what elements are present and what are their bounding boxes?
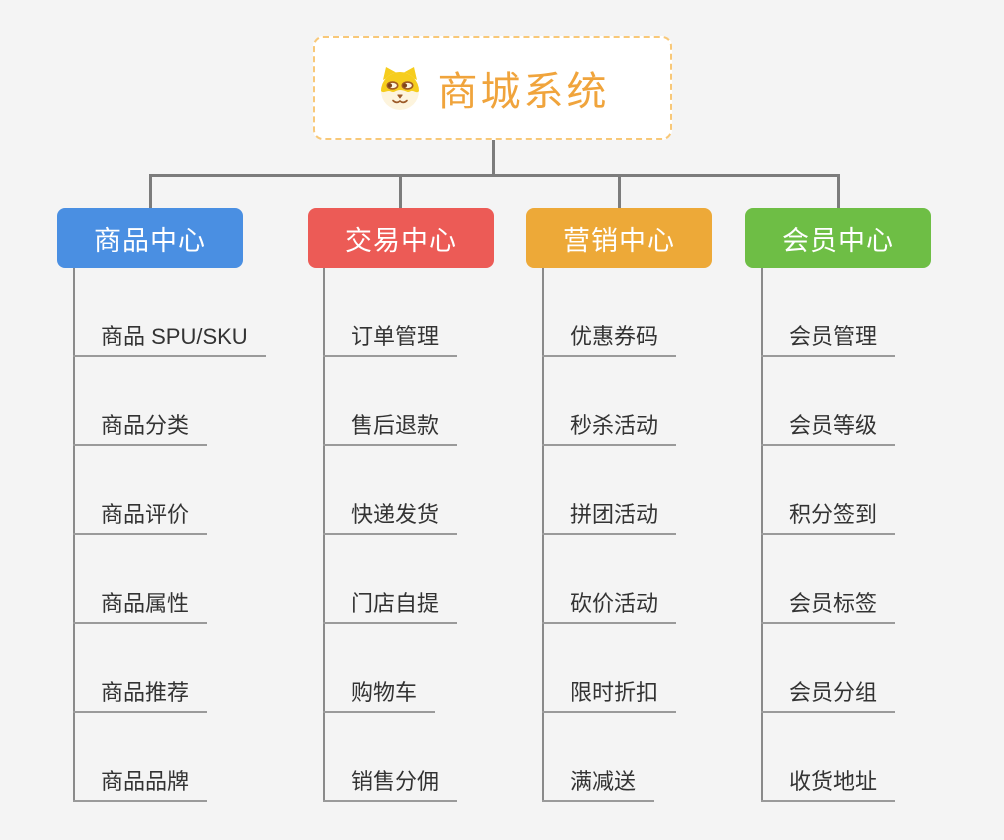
connector-trunk-hline (149, 174, 840, 177)
branch-node-members[interactable]: 会员中心 (745, 208, 931, 268)
leaf-node[interactable]: 收货地址 (761, 768, 896, 802)
leaf-column-products: 商品 SPU/SKU 商品分类 商品评价 商品属性 商品推荐 商品品牌 (73, 268, 313, 802)
branch-node-marketing[interactable]: 营销中心 (526, 208, 712, 268)
root-node[interactable]: 商城系统 (313, 36, 672, 140)
leaf-node[interactable]: 会员管理 (761, 323, 896, 357)
leaf-node[interactable]: 拼团活动 (542, 501, 677, 535)
leaf-node[interactable]: 会员标签 (761, 590, 896, 624)
branch-node-products[interactable]: 商品中心 (57, 208, 243, 268)
leaf-node[interactable]: 商品推荐 (73, 679, 208, 713)
leaf-node[interactable]: 限时折扣 (542, 679, 677, 713)
leaf-node[interactable]: 销售分佣 (323, 768, 458, 802)
leaf-column-trade: 订单管理 售后退款 快递发货 门店自提 购物车 销售分佣 (323, 268, 563, 802)
leaf-node[interactable]: 售后退款 (323, 412, 458, 446)
leaf-node[interactable]: 商品分类 (73, 412, 208, 446)
leaf-node[interactable]: 积分签到 (761, 501, 896, 535)
connector-root-stem (492, 140, 495, 174)
leaf-node[interactable]: 满减送 (542, 768, 655, 802)
leaf-node[interactable]: 会员分组 (761, 679, 896, 713)
leaf-column-members: 会员管理 会员等级 积分签到 会员标签 会员分组 收货地址 (761, 268, 1001, 802)
connector-drop-products (149, 174, 152, 208)
leaf-node[interactable]: 购物车 (323, 679, 436, 713)
connector-drop-marketing (618, 174, 621, 208)
leaf-node[interactable]: 会员等级 (761, 412, 896, 446)
leaf-node[interactable]: 商品 SPU/SKU (73, 323, 266, 357)
leaf-column-marketing: 优惠券码 秒杀活动 拼团活动 砍价活动 限时折扣 满减送 (542, 268, 782, 802)
doge-icon (380, 67, 419, 110)
leaf-node[interactable]: 订单管理 (323, 323, 458, 357)
leaf-node[interactable]: 优惠券码 (542, 323, 677, 357)
root-title: 商城系统 (437, 70, 610, 114)
leaf-node[interactable]: 商品评价 (73, 501, 208, 535)
leaf-node[interactable]: 快递发货 (323, 501, 458, 535)
branch-node-trade[interactable]: 交易中心 (308, 208, 494, 268)
leaf-node[interactable]: 秒杀活动 (542, 412, 677, 446)
leaf-node[interactable]: 商品品牌 (73, 768, 208, 802)
connector-drop-trade (399, 174, 402, 208)
leaf-node[interactable]: 门店自提 (323, 590, 458, 624)
leaf-node[interactable]: 商品属性 (73, 590, 208, 624)
leaf-node[interactable]: 砍价活动 (542, 590, 677, 624)
connector-drop-members (837, 174, 840, 208)
